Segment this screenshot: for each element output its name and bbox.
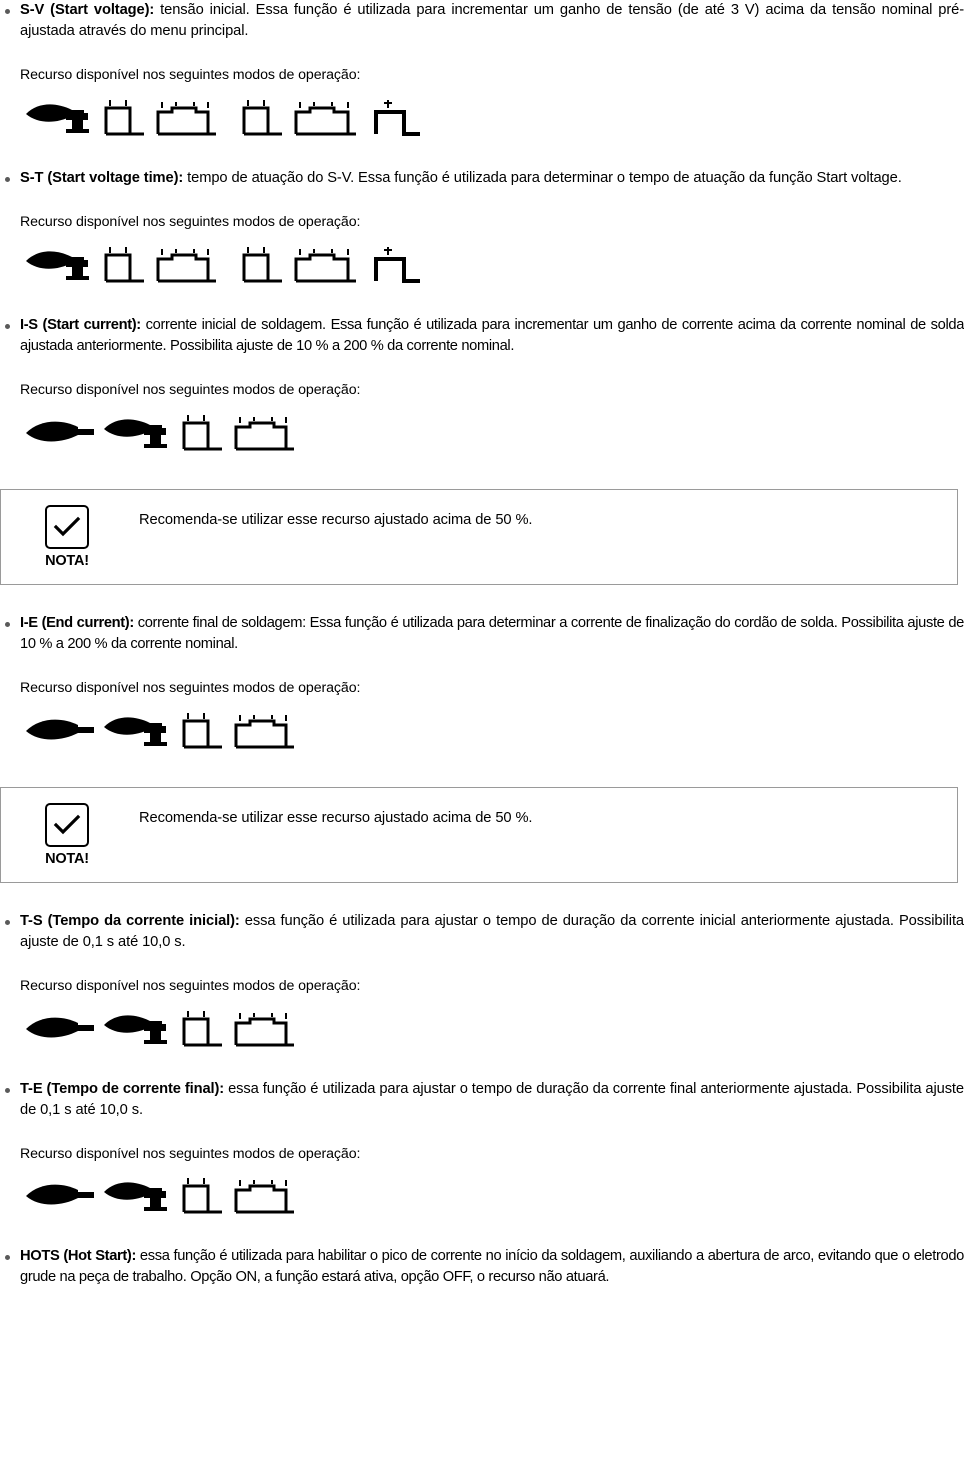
welding-torch-icon xyxy=(26,251,89,280)
section-hots: HOTS (Hot Start): essa função é utilizad… xyxy=(0,1246,964,1288)
bullet-paragraph: T-E (Tempo de corrente final): essa funç… xyxy=(0,1079,964,1121)
term-i-e: I-E (End current): xyxy=(20,614,134,631)
section-i-s: I-S (Start current): corrente inicial de… xyxy=(0,315,964,455)
section-t-s: T-S (Tempo da corrente inicial): essa fu… xyxy=(0,911,964,1051)
body-t-s: essa função é utilizada para ajustar o t… xyxy=(20,912,964,950)
paragraph-s-v: S-V (Start voltage): tensão inicial. Ess… xyxy=(20,0,964,42)
note-label: NOTA! xyxy=(45,850,89,867)
four-step-mode-icon xyxy=(234,1180,294,1214)
bullet-dot-icon xyxy=(5,9,10,14)
welding-torch-icon xyxy=(104,1014,167,1044)
check-icon xyxy=(45,802,89,847)
paragraph-i-e: I-E (End current): corrente final de sol… xyxy=(20,613,964,655)
subtitle-s-v: Recurso disponível nos seguintes modos d… xyxy=(20,67,361,84)
bullet-dot-icon xyxy=(5,1087,10,1093)
note-box-2: NOTA! Recomenda-se utilizar esse recurso… xyxy=(0,786,958,883)
body-s-t: tempo de atuação do S-V. Essa função é u… xyxy=(183,169,902,186)
section-s-v: S-V (Start voltage): tensão inicial. Ess… xyxy=(0,0,964,140)
welding-torch-icon xyxy=(26,104,89,133)
paragraph-hots: HOTS (Hot Start): essa função é utilizad… xyxy=(20,1246,964,1288)
checkmark-glyph xyxy=(53,516,81,536)
note-icon-group: NOTA! xyxy=(1,504,133,569)
welding-torch-icon xyxy=(104,419,167,448)
body-s-v: tensão inicial. Essa função é utilizada … xyxy=(20,2,964,40)
four-step-mode-icon xyxy=(156,248,216,283)
bullet-dot-icon xyxy=(5,1255,10,1261)
body-hots: essa função é utilizada para habilitar o… xyxy=(20,1248,964,1286)
bullet-dot-icon xyxy=(5,176,10,182)
mode-icons-t-e xyxy=(22,1176,964,1218)
bullet-paragraph: I-S (Start current): corrente inicial de… xyxy=(0,315,964,357)
four-step-mode-icon xyxy=(234,416,294,451)
subtitle-s-t: Recurso disponível nos seguintes modos d… xyxy=(20,213,361,230)
mode-icons-i-s xyxy=(22,413,964,455)
term-hots: HOTS (Hot Start): xyxy=(20,1248,136,1265)
section-s-t: S-T (Start voltage time): tempo de atuaç… xyxy=(0,168,964,287)
paragraph-i-s: I-S (Start current): corrente inicial de… xyxy=(20,315,964,357)
bullet-dot-icon xyxy=(5,919,10,925)
bullet-paragraph: S-V (Start voltage): tensão inicial. Ess… xyxy=(0,0,964,42)
mode-icons-i-e xyxy=(22,711,964,753)
body-i-s: corrente inicial de soldagem. Essa funçã… xyxy=(20,316,964,354)
document-page: S-V (Start voltage): tensão inicial. Ess… xyxy=(0,0,964,1288)
mode-icons-t-s xyxy=(22,1009,964,1051)
note-icon-group: NOTA! xyxy=(1,802,133,867)
paragraph-s-t: S-T (Start voltage time): tempo de atuaç… xyxy=(20,168,964,189)
section-i-e: I-E (End current): corrente final de sol… xyxy=(0,613,964,753)
two-step-mode-icon xyxy=(182,1178,222,1214)
welding-torch-icon xyxy=(104,1182,167,1212)
subtitle-t-s: Recurso disponível nos seguintes modos d… xyxy=(20,977,361,994)
mode-icons-s-v xyxy=(22,98,964,140)
bullet-paragraph: T-S (Tempo da corrente inicial): essa fu… xyxy=(0,911,964,953)
check-icon xyxy=(45,504,89,549)
term-i-s: I-S (Start current): xyxy=(20,316,141,333)
electrode-icon xyxy=(26,719,94,740)
body-t-e: essa função é utilizada para ajustar o t… xyxy=(20,1080,964,1118)
term-t-s: T-S (Tempo da corrente inicial): xyxy=(20,912,240,929)
four-step-mode-icon xyxy=(156,101,216,136)
two-step-mode-icon xyxy=(182,414,222,451)
term-s-v: S-V (Start voltage): xyxy=(20,2,155,18)
welding-torch-icon xyxy=(104,717,167,746)
checkmark-glyph xyxy=(53,814,81,834)
note-box-1: NOTA! Recomenda-se utilizar esse recurso… xyxy=(0,488,958,585)
bullet-paragraph: S-T (Start voltage time): tempo de atuaç… xyxy=(0,168,964,189)
four-step-special-mode-icon xyxy=(294,248,356,283)
electrode-icon xyxy=(26,1185,94,1205)
two-step-mode-icon xyxy=(182,1010,222,1047)
bullet-paragraph: I-E (End current): corrente final de sol… xyxy=(0,613,964,655)
two-step-special-mode-icon xyxy=(242,246,282,283)
two-step-mode-icon xyxy=(104,99,144,136)
four-step-special-mode-icon xyxy=(294,101,356,136)
bullet-dot-icon xyxy=(5,323,10,329)
spot-weld-mode-icon xyxy=(374,246,420,283)
mode-icons-s-t xyxy=(22,245,964,287)
section-t-e: T-E (Tempo de corrente final): essa funç… xyxy=(0,1079,964,1219)
note-text: Recomenda-se utilizar esse recurso ajust… xyxy=(139,809,533,826)
note-text: Recomenda-se utilizar esse recurso ajust… xyxy=(139,511,533,528)
body-i-e: corrente final de soldagem: Essa função … xyxy=(20,614,964,652)
paragraph-t-e: T-E (Tempo de corrente final): essa funç… xyxy=(20,1079,964,1121)
subtitle-t-e: Recurso disponível nos seguintes modos d… xyxy=(20,1145,361,1162)
subtitle-i-e: Recurso disponível nos seguintes modos d… xyxy=(20,679,361,696)
term-s-t: S-T (Start voltage time): xyxy=(20,169,184,186)
two-step-mode-icon xyxy=(104,246,144,283)
term-t-e: T-E (Tempo de corrente final): xyxy=(20,1080,225,1097)
bullet-dot-icon xyxy=(5,621,10,627)
paragraph-t-s: T-S (Tempo da corrente inicial): essa fu… xyxy=(20,911,964,953)
electrode-icon xyxy=(26,1017,94,1038)
note-label: NOTA! xyxy=(45,552,89,569)
four-step-mode-icon xyxy=(234,714,294,749)
bullet-paragraph: HOTS (Hot Start): essa função é utilizad… xyxy=(0,1246,964,1288)
spot-weld-mode-icon xyxy=(374,99,420,136)
two-step-special-mode-icon xyxy=(242,99,282,136)
subtitle-i-s: Recurso disponível nos seguintes modos d… xyxy=(20,381,361,398)
electrode-icon xyxy=(26,421,94,442)
four-step-mode-icon xyxy=(234,1012,294,1047)
two-step-mode-icon xyxy=(182,712,222,749)
